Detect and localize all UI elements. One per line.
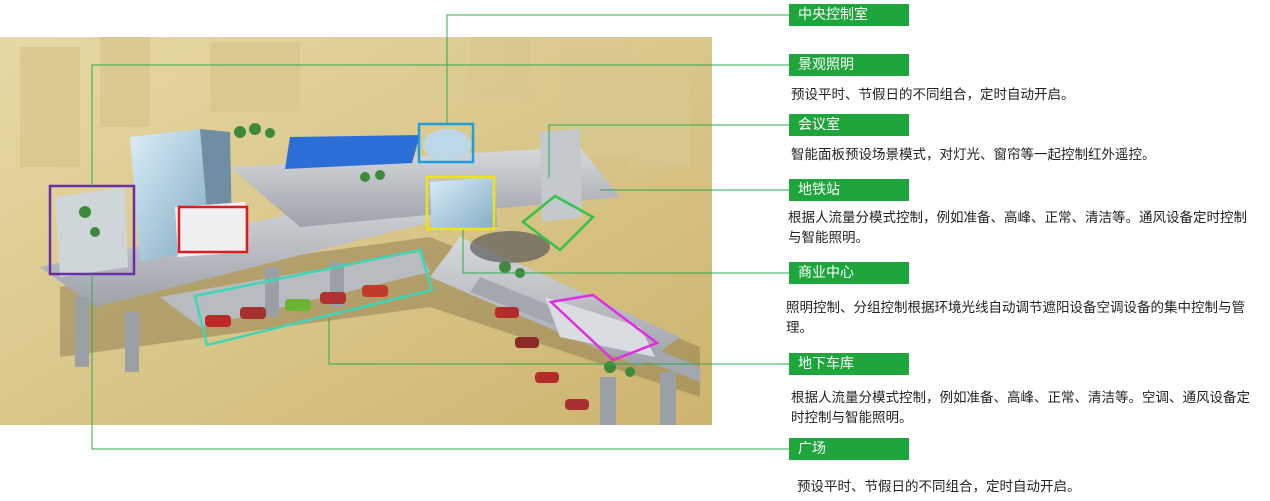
desc-landscape-lighting: 预设平时、节假日的不同组合，定时自动开启。 [791,87,1075,103]
tag-metro-station: 地铁站 [789,179,909,201]
tag-plaza: 广场 [789,438,909,460]
desc-plaza: 预设平时、节假日的不同组合，定时自动开启。 [797,479,1081,495]
tag-commercial-center: 商业中心 [789,262,909,284]
tag-landscape-lighting: 景观照明 [789,54,909,76]
tag-control-room: 中央控制室 [789,4,909,26]
tag-underground-garage: 地下车库 [789,353,909,375]
desc-commercial-center: 照明控制、分组控制根据环境光线自动调节遮阳设备空调设备的集中控制与管理。 [786,300,1245,336]
desc-underground-garage: 根据人流量分模式控制，例如准备、高峰、正常、清洁等。空调、通风设备定时控制与智能… [791,390,1250,426]
desc-metro-station: 根据人流量分模式控制，例如准备、高峰、正常、清洁等。通风设备定时控制与智能照明。 [788,210,1247,246]
tag-meeting-room: 会议室 [789,114,909,136]
desc-meeting-room: 智能面板预设场景模式，对灯光、窗帘等一起控制红外遥控。 [791,147,1156,163]
building-illustration [0,37,712,425]
